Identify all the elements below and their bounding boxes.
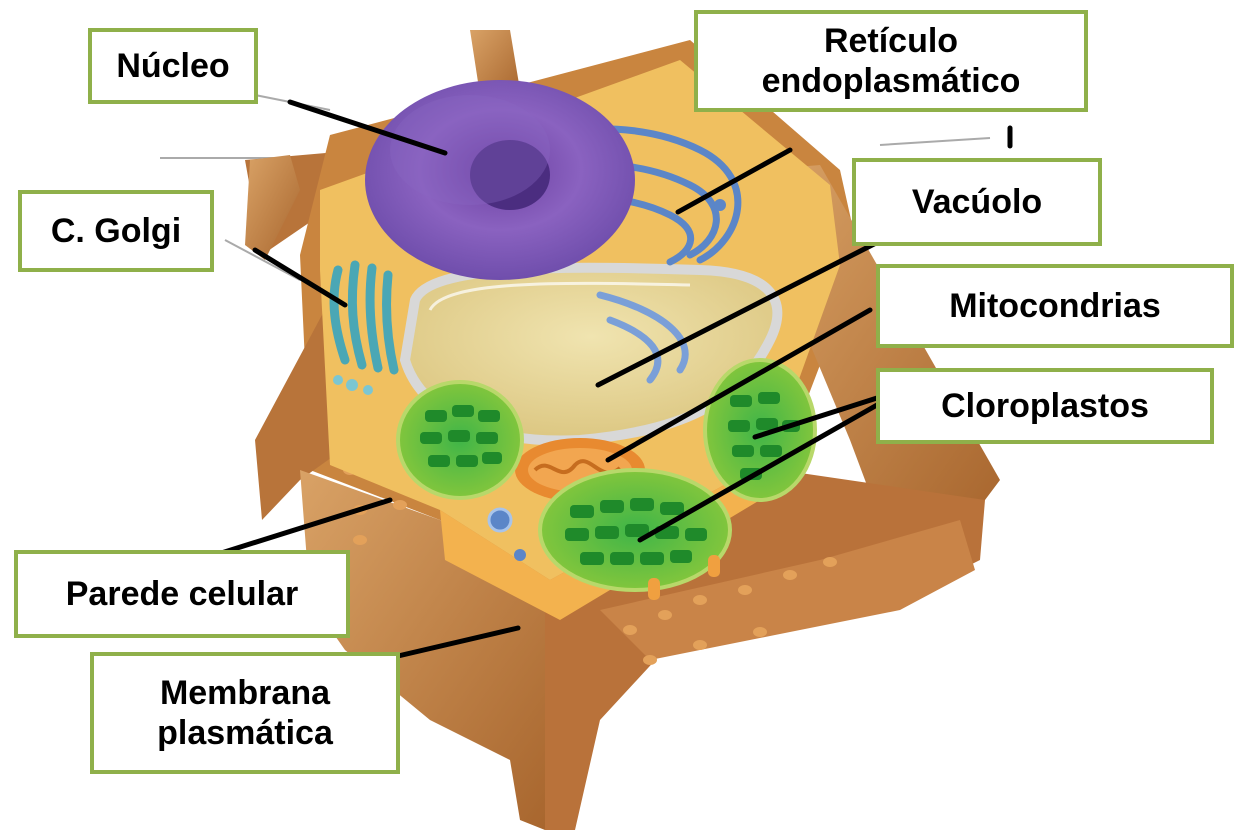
label-reticulo-endoplasmatico: Retículo endoplasmático — [694, 10, 1088, 112]
label-nucleo: Núcleo — [88, 28, 258, 104]
label-cloroplastos-text: Cloroplastos — [941, 386, 1149, 426]
label-nucleo-text: Núcleo — [116, 46, 229, 86]
label-vacuolo-text: Vacúolo — [912, 182, 1042, 222]
label-reticulo-line2: endoplasmático — [762, 61, 1021, 101]
label-pared-text: Parede celular — [66, 574, 298, 614]
label-membrana-plasmatica: Membrana plasmática — [90, 652, 400, 774]
label-membrana-line1: Membrana — [157, 673, 333, 713]
label-golgi: C. Golgi — [18, 190, 214, 272]
nucleus — [365, 80, 635, 280]
label-vacuolo: Vacúolo — [852, 158, 1102, 246]
label-mitocondrias: Mitocondrias — [876, 264, 1234, 348]
label-mitocondrias-text: Mitocondrias — [949, 286, 1161, 326]
label-golgi-text: C. Golgi — [51, 211, 181, 251]
label-membrana-line2: plasmática — [157, 713, 333, 753]
label-cloroplastos: Cloroplastos — [876, 368, 1214, 444]
label-pared-celular: Parede celular — [14, 550, 350, 638]
label-reticulo-line1: Retículo — [762, 21, 1021, 61]
